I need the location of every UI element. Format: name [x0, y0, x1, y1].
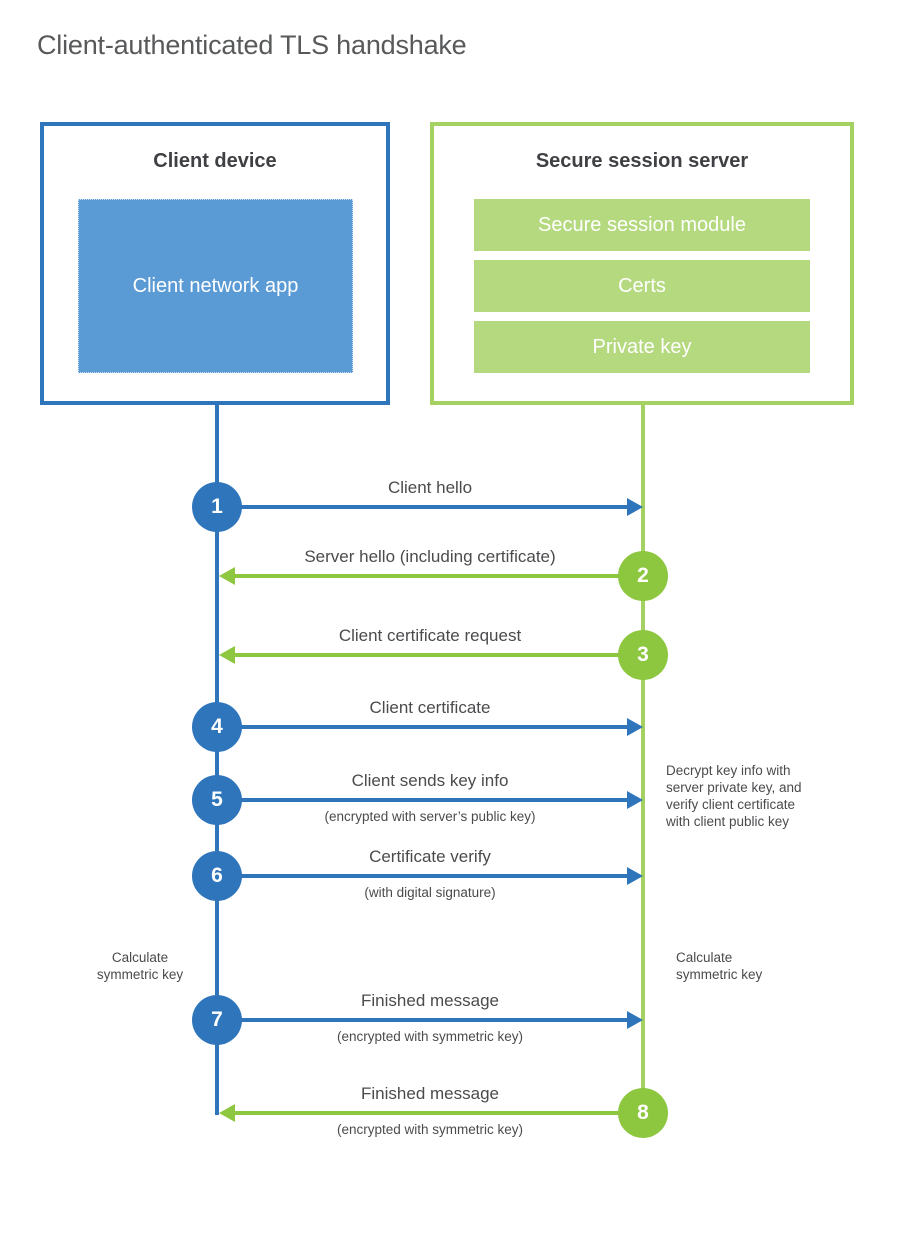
server-module-private-key: Private key	[474, 321, 810, 373]
server-decrypt-note-line: server private key, and	[666, 780, 802, 795]
server-decrypt-note: Decrypt key info with server private key…	[666, 762, 846, 830]
server-lifeline	[641, 403, 645, 1113]
step1-arrow	[219, 498, 643, 516]
step4-label: Client certificate	[369, 698, 491, 717]
step7-arrow	[219, 1011, 643, 1029]
page-title: Client-authenticated TLS handshake	[37, 30, 467, 60]
step3-label: Client certificate request	[338, 626, 522, 645]
client-device-title: Client device	[153, 150, 277, 172]
client-network-app-box: Client network app	[78, 199, 353, 373]
step2-label: Server hello (including certificate)	[304, 547, 556, 566]
step6-sublabel: (with digital signature)	[364, 885, 496, 900]
client-network-app-label: Client network app	[132, 274, 299, 297]
step3-number-badge: 3	[618, 630, 668, 680]
step4-number-badge: 4	[192, 702, 242, 752]
step5-arrow	[219, 791, 643, 809]
step7-sublabel: (encrypted with symmetric key)	[336, 1029, 524, 1044]
step6-arrow	[219, 867, 643, 885]
server-module-secure-session: Secure session module	[474, 199, 810, 251]
step5-sublabel: (encrypted with server’s public key)	[324, 809, 536, 824]
client-calculate-symmetric-key-note: Calculate symmetric key	[84, 949, 196, 983]
step6-number-badge: 6	[192, 851, 242, 901]
client-lifeline	[215, 405, 219, 1115]
server-decrypt-note-line: with client public key	[666, 814, 790, 829]
server-module-certs: Certs	[474, 260, 810, 312]
step1-number-badge: 1	[192, 482, 242, 532]
secure-session-server-title: Secure session server	[535, 150, 749, 172]
server-decrypt-note-line: Decrypt key info with	[666, 763, 791, 778]
step2-arrow	[219, 567, 643, 585]
server-decrypt-note-line: verify client certificate	[666, 797, 796, 812]
step8-number-badge: 8	[618, 1088, 668, 1138]
step7-label: Finished message	[361, 991, 499, 1010]
step2-number-badge: 2	[618, 551, 668, 601]
step8-arrow	[219, 1104, 643, 1122]
server-calculate-symmetric-key-note: Calculate symmetric key	[676, 949, 806, 983]
calc-note-line: symmetric key	[676, 967, 763, 982]
step8-sublabel: (encrypted with symmetric key)	[336, 1122, 524, 1137]
calc-note-line: symmetric key	[96, 967, 184, 982]
step8-label: Finished message	[361, 1084, 499, 1103]
step4-arrow	[219, 718, 643, 736]
step7-number-badge: 7	[192, 995, 242, 1045]
calc-note-line: Calculate	[111, 950, 169, 965]
calc-note-line: Calculate	[676, 950, 733, 965]
step1-label: Client hello	[387, 478, 473, 497]
step3-arrow	[219, 646, 643, 664]
step5-label: Client sends key info	[351, 771, 509, 790]
step5-number-badge: 5	[192, 775, 242, 825]
step6-label: Certificate verify	[369, 847, 491, 866]
